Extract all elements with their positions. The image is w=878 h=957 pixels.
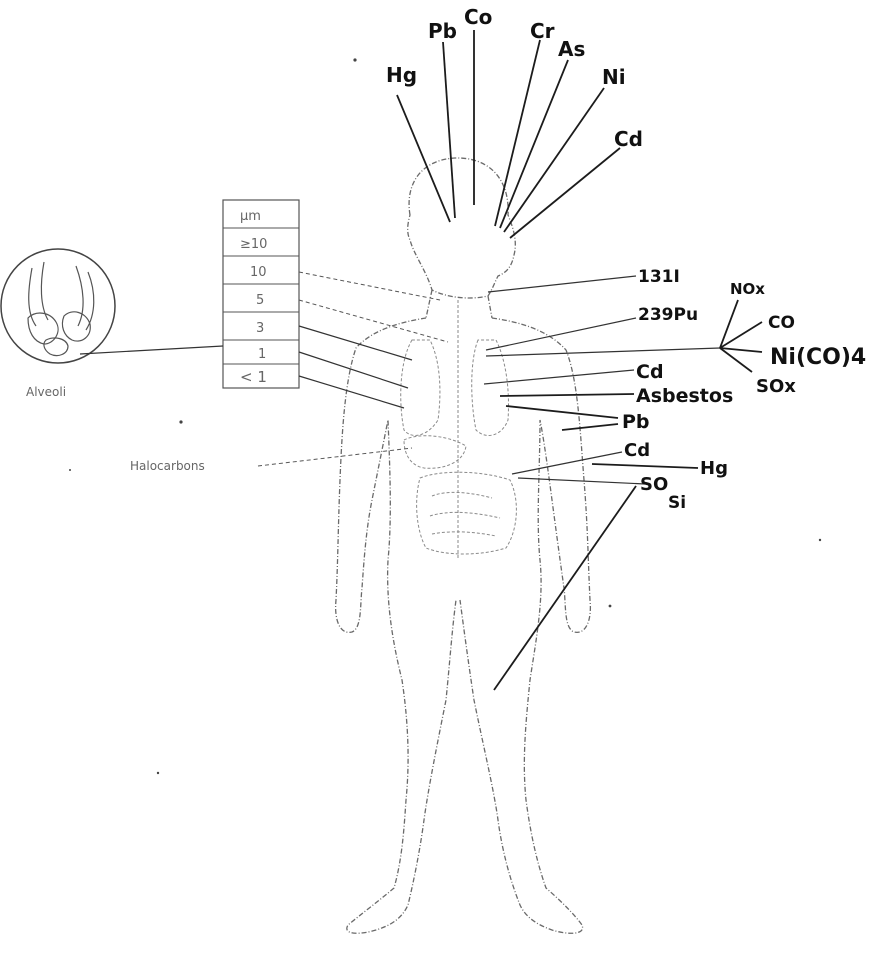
label-plutonium: 239Pu	[638, 305, 698, 325]
label-sox: SOx	[756, 376, 796, 397]
label-cr-head: Cr	[530, 19, 555, 43]
label-nico4: Ni(CO)4	[770, 345, 866, 370]
head-outline	[408, 158, 516, 298]
label-hg-head: Hg	[386, 63, 417, 87]
head-labels: Hg Pb Co Cr As Ni Cd	[386, 5, 643, 151]
scan-specks	[69, 58, 821, 774]
table-row-10: 10	[250, 265, 267, 280]
label-pb-right: Pb	[622, 411, 650, 433]
liver-outline	[404, 436, 466, 469]
halocarbons-group: Halocarbons	[130, 448, 412, 473]
right-labels: 131I 239Pu NOx CO Ni(CO)4 SOx Cd Asbesto…	[622, 267, 866, 513]
torso-outline	[336, 318, 456, 933]
label-iodine: 131I	[638, 267, 680, 287]
label-so: SO	[640, 474, 668, 495]
table-row-lt1: < 1	[240, 368, 267, 386]
halocarbons-label: Halocarbons	[130, 459, 205, 473]
neck-outline	[426, 290, 492, 318]
label-cd-head: Cd	[614, 127, 643, 151]
alveoli-inset: Alveoli	[1, 249, 223, 399]
label-cd-upper: Cd	[636, 361, 664, 383]
alveoli-label: Alveoli	[26, 385, 66, 399]
label-cd-lower: Cd	[624, 440, 650, 461]
head-leaders	[397, 30, 620, 238]
table-row-3: 3	[256, 321, 264, 336]
label-ni-head: Ni	[602, 65, 626, 89]
table-row-5: 5	[256, 293, 264, 308]
table-row-1: 1	[258, 347, 266, 362]
table-row-ge10: ≥10	[240, 237, 267, 252]
label-asbestos: Asbestos	[636, 385, 733, 407]
label-as-head: As	[558, 37, 585, 61]
human-figure	[336, 158, 591, 933]
label-si: Si	[668, 493, 686, 513]
right-leaders	[484, 276, 762, 690]
label-co-right: CO	[768, 313, 795, 333]
label-nox: NOx	[730, 280, 765, 298]
label-co-head: Co	[464, 5, 492, 29]
particle-size-table: μm ≥10 10 5 3 1 < 1	[223, 200, 448, 408]
label-hg-right: Hg	[700, 458, 728, 479]
intestines-outline	[417, 472, 517, 554]
label-pb-head: Pb	[428, 19, 457, 43]
table-header: μm	[240, 209, 261, 224]
torso-outline-right	[460, 318, 590, 933]
lungs-outline	[401, 340, 509, 435]
